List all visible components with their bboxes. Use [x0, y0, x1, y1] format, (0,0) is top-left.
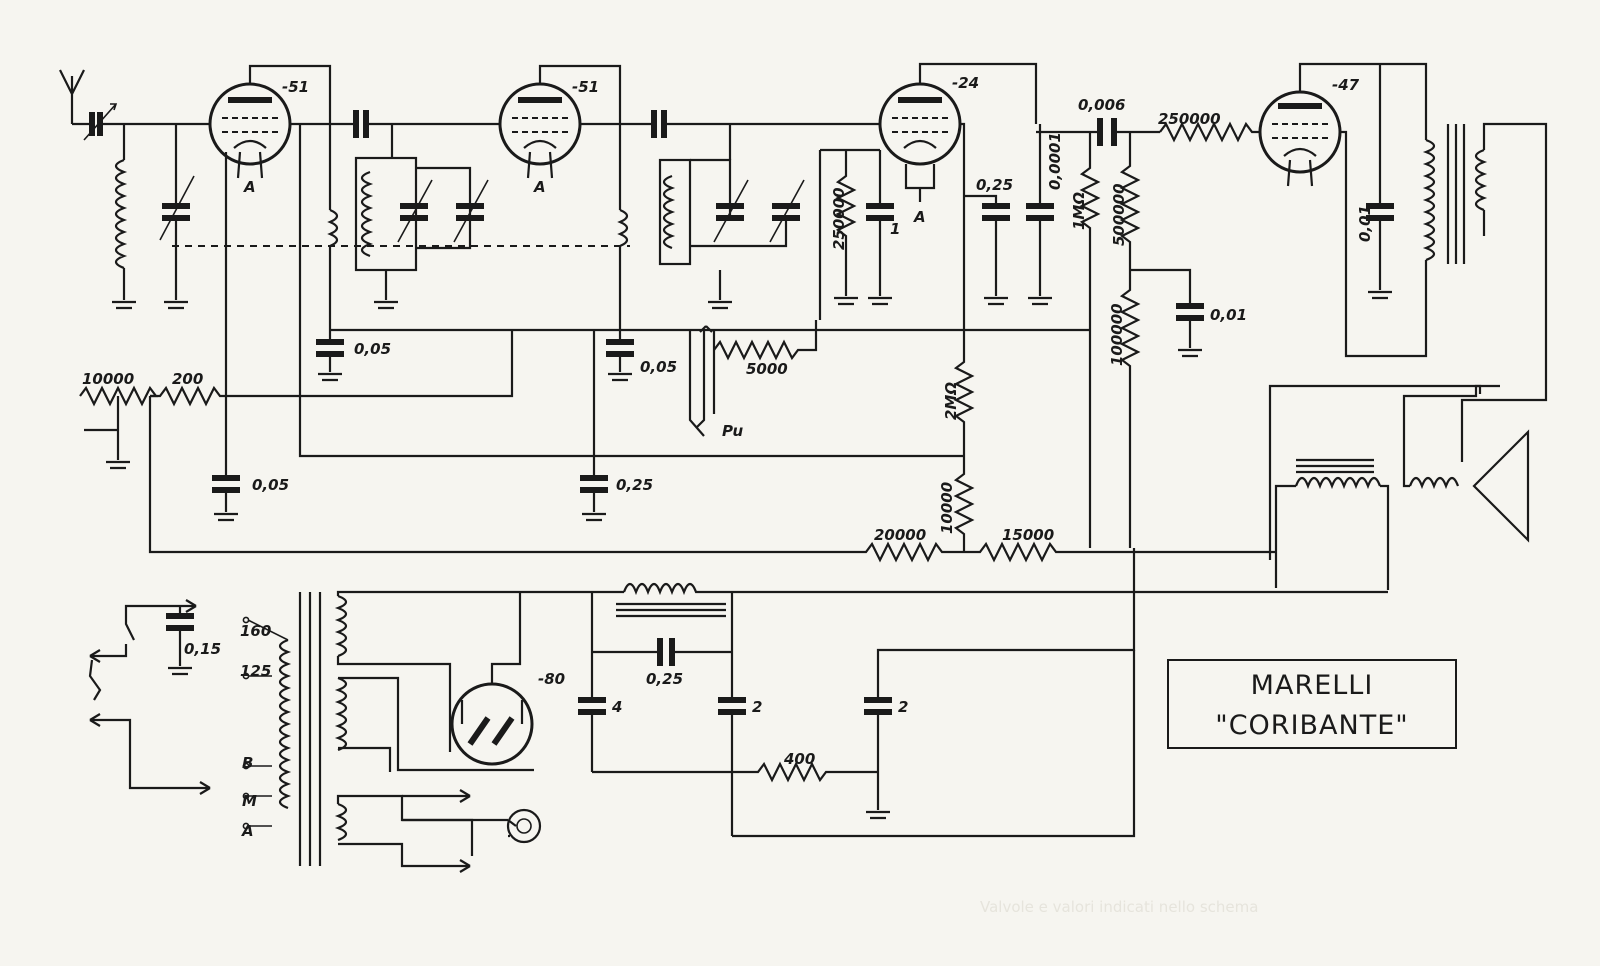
cap-4-label: 4 — [611, 698, 622, 716]
input-coil — [114, 124, 128, 300]
cap-00001 — [1026, 124, 1054, 306]
tap-125-label: 125 — [240, 662, 271, 680]
cap-015-label: 0,15 — [184, 640, 221, 658]
pickup-label: Pu — [722, 422, 743, 440]
rectifier-label: -80 — [538, 670, 565, 688]
tube-v3-heater-label: A — [913, 208, 926, 226]
speaker-icon — [1268, 384, 1530, 560]
resistor-500000 — [1119, 132, 1204, 548]
antenna-icon — [59, 69, 210, 141]
bandpass-block-2 — [658, 124, 805, 310]
cap-001-label: 0,01 — [1356, 205, 1374, 242]
cap-005-b-label: 0,05 — [640, 358, 677, 376]
tube-v1 — [208, 64, 332, 210]
cap-005-a-label: 0,05 — [354, 340, 391, 358]
pilot-lamp-icon — [506, 808, 542, 844]
mains-switch — [88, 599, 211, 795]
resistor-400 — [592, 761, 878, 783]
cap-2-a — [718, 592, 746, 836]
r-100000-label: 100000 — [1108, 303, 1126, 366]
cap-025-psu — [592, 638, 732, 666]
resistor-20000-15000 — [148, 396, 1276, 563]
cap-001-b-label: 0,01 — [1210, 306, 1247, 324]
bandpass-block-1 — [354, 124, 489, 310]
resistor-1m — [1079, 132, 1101, 548]
r-500000-label: 500000 — [1110, 183, 1128, 246]
tap-160-label: 160 — [240, 622, 271, 640]
ground-symbols — [112, 300, 188, 310]
bottom-caption: Valvole e valori indicati nello schema — [980, 898, 1258, 916]
tube-v1-fil-label: A — [243, 178, 256, 196]
cap-4 — [578, 592, 606, 772]
r-10000-input-label: 10000 — [82, 370, 134, 388]
cap-025-c-label: 0,25 — [616, 476, 653, 494]
title-block: MARELLI "CORIBANTE" — [1167, 659, 1457, 749]
tap-b-label: B — [242, 754, 253, 772]
tap-a-label: A — [241, 822, 254, 840]
tube-v4 — [1258, 62, 1428, 358]
title-line1: MARELLI — [1251, 670, 1374, 701]
output-transformer — [1422, 122, 1548, 462]
cap-005-c-label: 0,05 — [252, 476, 289, 494]
resistor-2m — [953, 320, 975, 552]
r-15000-label: 15000 — [1002, 526, 1054, 544]
resistor-250000-grid — [1159, 121, 1270, 143]
tuning-capacitor-1 — [159, 124, 195, 300]
tube-v2-label: -51 — [572, 78, 599, 96]
r-250000-label: 250000 — [830, 187, 848, 250]
r-250000-grid-label: 250000 — [1158, 110, 1221, 128]
tube-v2-fil-label: A — [533, 178, 546, 196]
cap-015 — [166, 606, 194, 676]
cap-025-psu-label: 0,25 — [646, 670, 683, 688]
cap-2-a-label: 2 — [752, 698, 762, 716]
r-20000-label: 20000 — [874, 526, 926, 544]
tube-v3-label: -24 — [952, 74, 979, 92]
tap-m-label: M — [242, 792, 257, 810]
resistor-400-label: 400 — [783, 750, 815, 768]
r-1m-label: 1MΩ — [1070, 192, 1088, 230]
title-line2: "CORIBANTE" — [1215, 710, 1408, 741]
rectifier-tube — [450, 592, 534, 766]
interstage-coil-2 — [617, 208, 629, 330]
resistor-5000 — [713, 320, 818, 361]
power-transformer — [242, 590, 592, 873]
cap-2-b — [864, 548, 1136, 820]
cap-025-detector — [964, 194, 1010, 306]
field-coil — [1274, 458, 1390, 590]
cap-005-a — [316, 330, 344, 382]
resistor-250000-cathode — [820, 148, 880, 306]
r-200-label: 200 — [172, 370, 203, 388]
pickup-switch — [688, 325, 716, 437]
cap-1-label: 1 — [890, 220, 900, 238]
r-10000-v-label: 10000 — [938, 482, 956, 534]
cap-1 — [866, 150, 894, 306]
resistor-10000-input — [79, 385, 159, 470]
interstage-coil-1 — [327, 208, 339, 330]
cap-005-b — [606, 330, 634, 382]
r-2m-label: 2MΩ — [942, 382, 960, 420]
cap-025-detector-label: 0,25 — [976, 176, 1013, 194]
tube-v2 — [498, 64, 622, 210]
resistor-5000-label: 5000 — [746, 360, 788, 378]
tube-v3 — [878, 62, 1038, 320]
cap-0006-label: 0,006 — [1078, 96, 1125, 114]
tube-v4-label: -47 — [1332, 76, 1360, 94]
cap-001-output — [1366, 64, 1394, 300]
cap-00001-label: 0,0001 — [1046, 132, 1064, 190]
tube-v1-label: -51 — [282, 78, 309, 96]
filter-choke — [592, 582, 1388, 618]
cap-2-b-label: 2 — [898, 698, 908, 716]
